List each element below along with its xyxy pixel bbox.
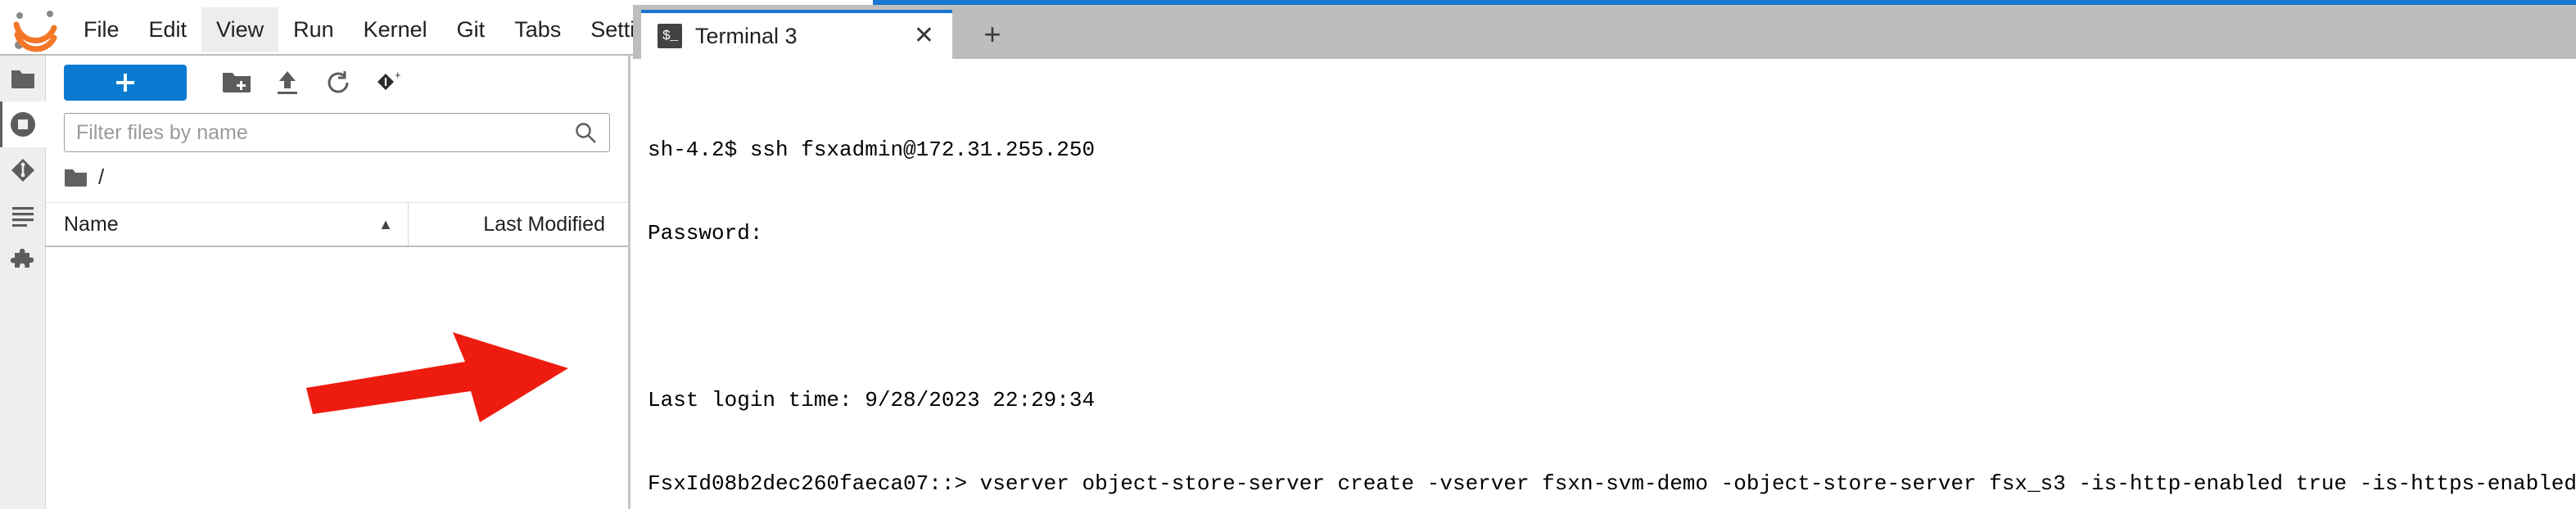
column-header-name-label: Name xyxy=(64,212,119,236)
column-header-name[interactable]: Name ▲ xyxy=(46,203,409,245)
plus-icon xyxy=(116,74,134,92)
puzzle-icon xyxy=(10,249,34,268)
folder-icon xyxy=(65,169,87,187)
column-header-last-modified[interactable]: Last Modified xyxy=(409,203,628,245)
left-sidebar-rail xyxy=(0,56,46,509)
folder-icon xyxy=(11,70,34,88)
breadcrumb-path: / xyxy=(98,164,105,189)
sidebar-item-file-browser[interactable] xyxy=(0,56,46,101)
terminal-icon: $_ xyxy=(658,24,682,48)
upload-files-button[interactable] xyxy=(262,65,313,101)
terminal-blank-line xyxy=(648,303,2576,331)
column-header-last-modified-label: Last Modified xyxy=(483,212,605,236)
running-stop-icon xyxy=(11,112,35,137)
terminal-line: FsxId08b2dec260faeca07::> vserver object… xyxy=(648,471,2576,496)
refresh-icon xyxy=(328,71,349,93)
file-list[interactable] xyxy=(46,247,628,509)
file-filter-row xyxy=(46,110,628,152)
terminal-line: Password: xyxy=(648,221,763,245)
tab-label: Terminal 3 xyxy=(695,23,798,48)
sort-ascending-icon: ▲ xyxy=(378,215,393,232)
breadcrumb[interactable]: / xyxy=(46,152,628,203)
new-folder-icon xyxy=(223,73,251,92)
terminal-line: sh-4.2$ ssh fsxadmin@172.31.255.250 xyxy=(648,137,1096,162)
sidebar-item-extension-manager[interactable] xyxy=(0,239,46,285)
dock-tab-bar: $_ Terminal 3 ✕ + xyxy=(633,5,2576,59)
menu-item-edit[interactable]: Edit xyxy=(148,16,188,42)
menu-item-kernel[interactable]: Kernel xyxy=(363,16,427,42)
file-browser-panel: + / Name ▲ Las xyxy=(46,56,630,509)
menu-item-file[interactable]: File xyxy=(84,16,120,42)
tab-terminal-3[interactable]: $_ Terminal 3 ✕ xyxy=(641,10,952,59)
menu-item-run[interactable]: Run xyxy=(293,16,334,42)
sidebar-item-table-of-contents[interactable] xyxy=(0,193,46,239)
search-input[interactable] xyxy=(76,120,573,145)
file-list-header: Name ▲ Last Modified xyxy=(46,203,628,247)
close-icon[interactable]: ✕ xyxy=(913,22,934,49)
file-browser-toolbar: + xyxy=(46,56,628,110)
menu-item-view[interactable]: View xyxy=(201,7,279,52)
new-folder-button[interactable] xyxy=(211,65,262,101)
window-top-accent xyxy=(873,0,2576,5)
git-clone-icon: + xyxy=(377,69,401,90)
search-icon xyxy=(576,123,596,143)
sidebar-item-git[interactable] xyxy=(0,147,46,193)
window-top-edge-left xyxy=(0,0,873,5)
terminal-line: Last login time: 9/28/2023 22:29:34 xyxy=(648,388,1096,412)
sidebar-item-running-terminals[interactable] xyxy=(0,101,46,147)
upload-icon xyxy=(278,71,297,94)
terminal-output[interactable]: sh-4.2$ ssh fsxadmin@172.31.255.250 Pass… xyxy=(633,59,2576,509)
menu-item-git[interactable]: Git xyxy=(456,16,486,42)
git-clone-button[interactable]: + xyxy=(364,65,414,101)
svg-text:+: + xyxy=(395,69,401,81)
git-branch-icon xyxy=(11,159,34,182)
add-tab-button[interactable]: + xyxy=(983,17,1001,51)
main-dock-area: $_ Terminal 3 ✕ + sh-4.2$ ssh fsxadmin@1… xyxy=(633,5,2576,509)
refresh-file-list-button[interactable] xyxy=(313,65,364,101)
menu-item-tabs[interactable]: Tabs xyxy=(514,16,562,42)
jupyter-logo-icon xyxy=(11,7,59,52)
list-icon xyxy=(12,207,34,227)
new-launcher-button[interactable] xyxy=(64,65,187,101)
file-filter-box[interactable] xyxy=(64,113,610,152)
